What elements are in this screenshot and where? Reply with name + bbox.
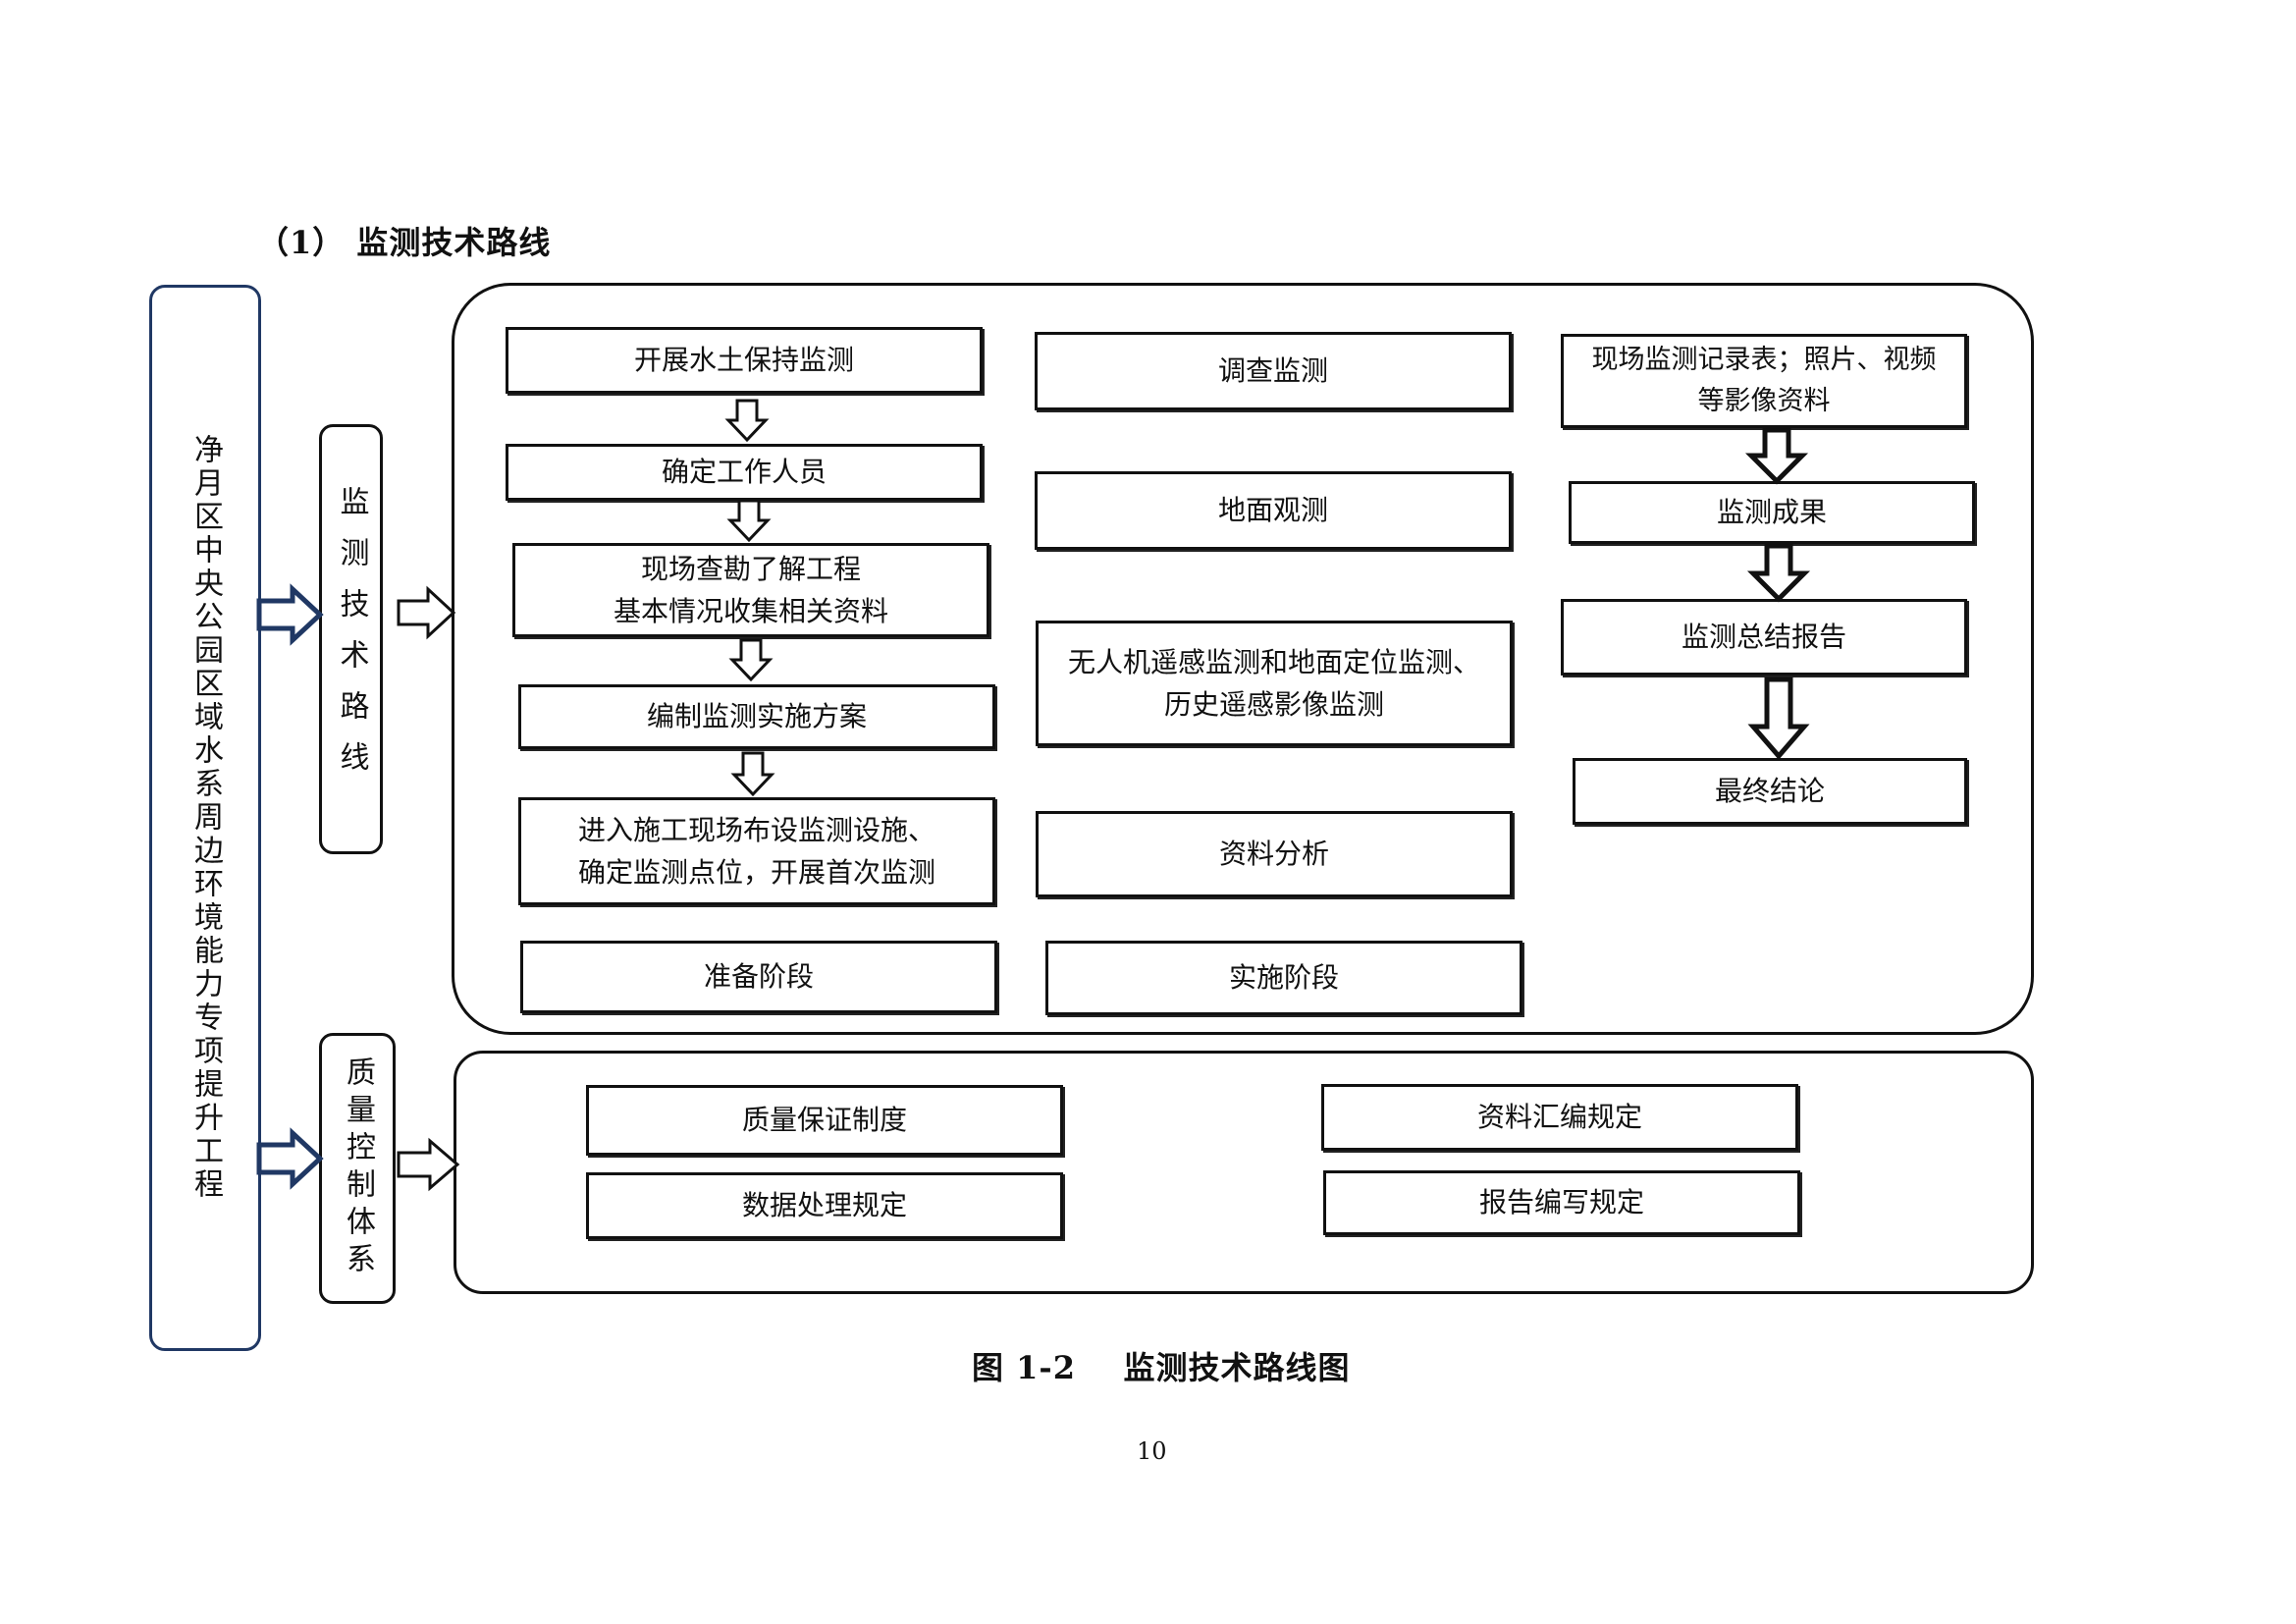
project-name-box: 净月区中央公园区域水系周边环境能力专项提升工程 [149,285,261,1351]
arrow-down-icon [1746,543,1811,603]
page-number: 10 [1137,1437,1167,1465]
quality-item-4: 报告编写规定 [1323,1170,1800,1235]
impl-stage-label: 实施阶段 [1045,941,1522,1015]
quality-control-box: 质量控制体系 [319,1033,396,1304]
arrow-right-icon [256,1127,324,1190]
arrow-right-icon [397,1137,460,1192]
quality-item-2: 数据处理规定 [586,1172,1063,1239]
arrow-down-icon [1747,677,1810,760]
prep-step-4: 编制监测实施方案 [518,684,995,749]
arrow-right-icon [397,585,456,640]
figure-caption: 图 1-2 监测技术路线图 [972,1349,1351,1386]
prep-step-5: 进入施工现场布设监测设施、 确定监测点位，开展首次监测 [518,797,995,905]
arrow-down-icon [1744,427,1809,485]
prep-step-1: 开展水土保持监测 [506,327,983,394]
result-step-1: 现场监测记录表；照片、视频 等影像资料 [1561,334,1967,428]
arrow-down-icon [730,751,775,797]
arrow-down-icon [724,399,770,443]
technical-route-box: 监测技术路线 [319,424,383,854]
technical-route-label: 监测技术路线 [334,486,369,792]
prep-step-3: 现场查勘了解工程 基本情况收集相关资料 [512,543,989,637]
section-heading: （1） 监测技术路线 [257,224,552,261]
impl-step-3: 无人机遥感监测和地面定位监测、 历史遥感影像监测 [1036,621,1513,746]
impl-step-2: 地面观测 [1035,471,1512,550]
project-name-text: 净月区中央公园区域水系周边环境能力专项提升工程 [188,434,223,1202]
impl-step-1: 调查监测 [1035,332,1512,410]
quality-item-1: 质量保证制度 [586,1085,1063,1156]
prep-stage-label: 准备阶段 [520,941,997,1013]
quality-item-3: 资料汇编规定 [1321,1084,1798,1151]
result-step-3: 监测总结报告 [1561,599,1967,676]
arrow-down-icon [728,638,774,682]
prep-step-2: 确定工作人员 [506,444,983,501]
arrow-right-icon [256,583,324,646]
impl-step-4: 资料分析 [1036,811,1513,897]
quality-control-label: 质量控制体系 [341,1056,375,1280]
result-step-4: 最终结论 [1573,758,1967,825]
result-step-2: 监测成果 [1569,481,1975,544]
arrow-down-icon [726,499,772,543]
